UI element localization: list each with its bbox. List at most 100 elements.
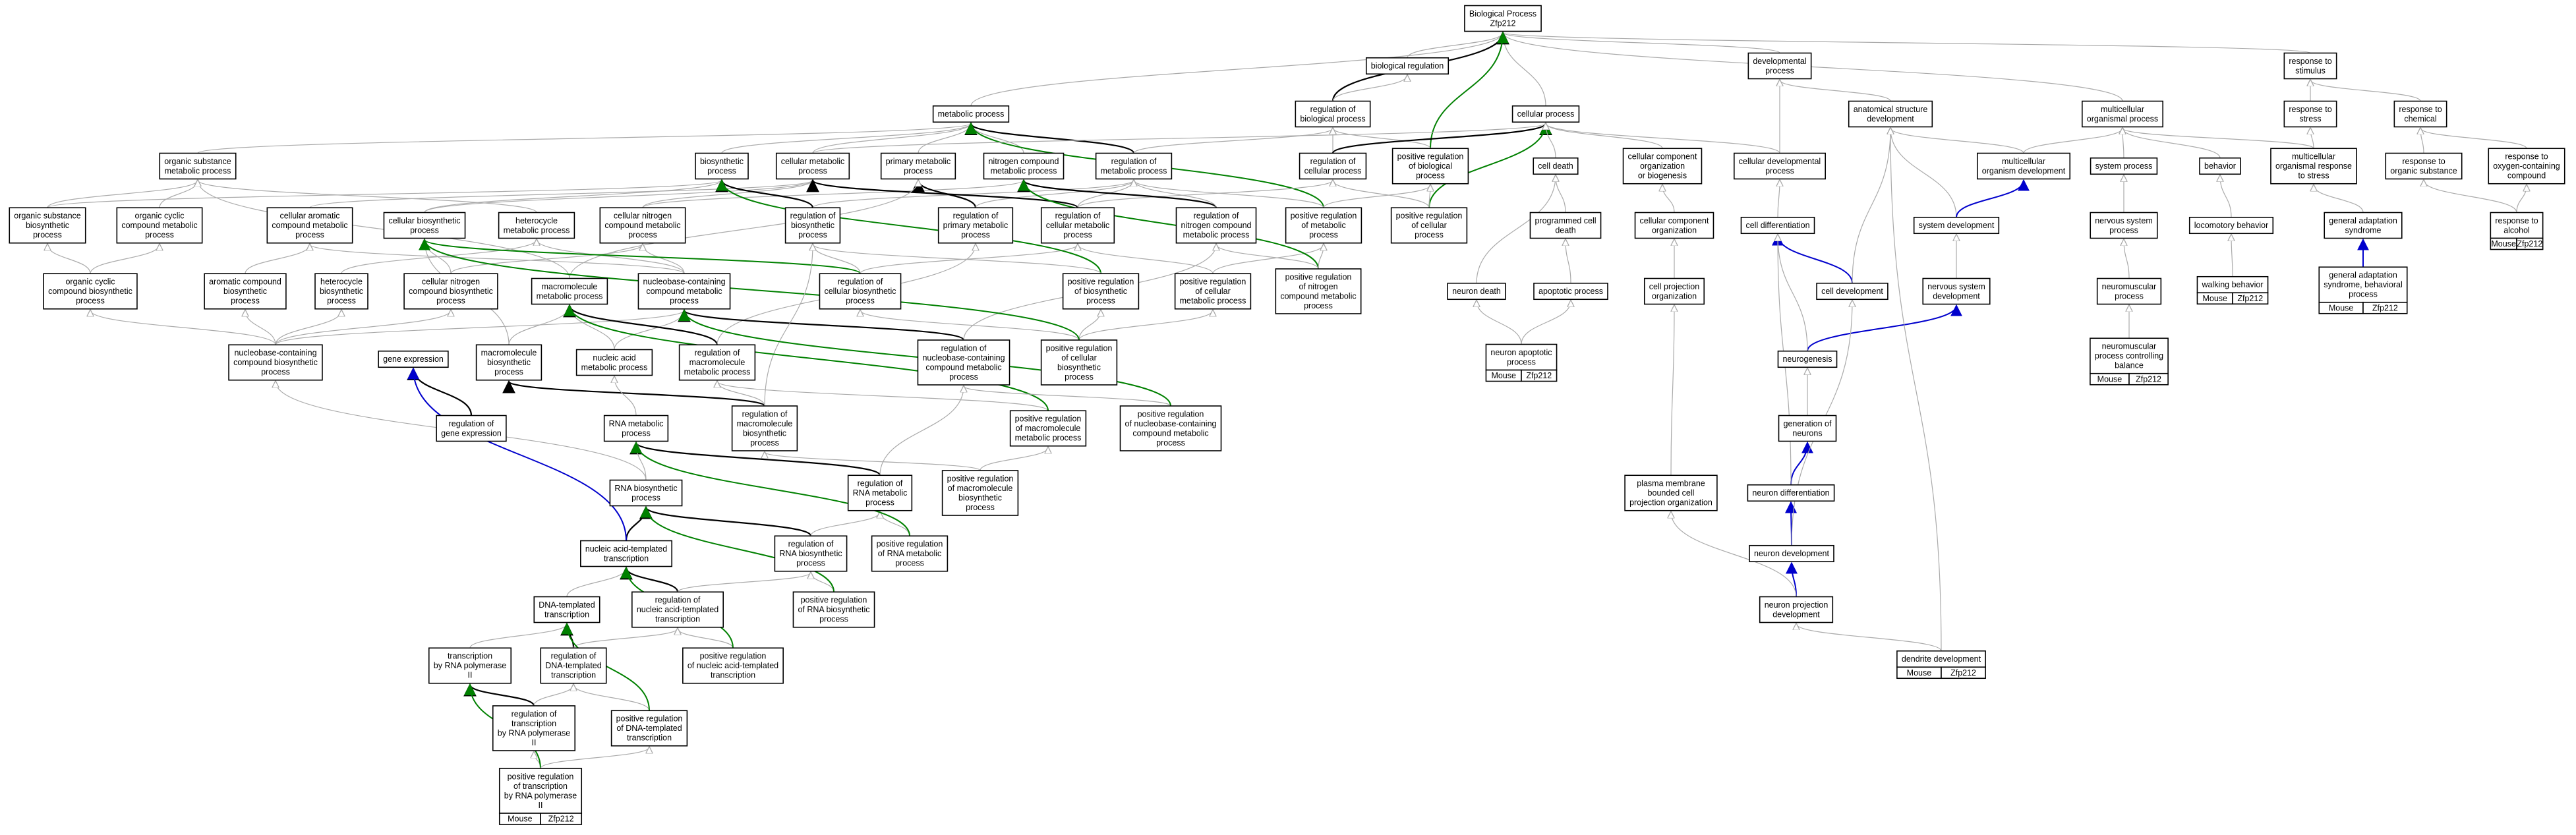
go-term-node[interactable]: gene expression (378, 350, 449, 368)
go-term-node[interactable]: cell development (1816, 282, 1888, 301)
go-term-node[interactable]: metabolic process (932, 105, 1010, 123)
annotation-gene-cell[interactable] (1521, 369, 1558, 382)
annotation-gene-cell[interactable] (2128, 372, 2169, 386)
go-term-node[interactable]: biological regulation (1365, 57, 1449, 75)
go-term-node[interactable]: regulation ofmacromoleculebiosyntheticpr… (731, 405, 798, 451)
annotation-gene-cell[interactable] (2232, 292, 2269, 305)
go-term-node[interactable]: behavior (2199, 157, 2241, 175)
go-term-node[interactable]: neuron death (1447, 282, 1506, 301)
go-term-node[interactable]: cellular process (1511, 105, 1580, 123)
annotation-gene-cell[interactable] (540, 813, 583, 825)
go-term-node[interactable]: regulation ofnucleobase-containingcompou… (917, 339, 1010, 386)
go-term-node[interactable]: system process (2090, 157, 2158, 175)
go-term-node[interactable]: neurogenesis (1777, 350, 1838, 368)
go-term-node[interactable]: cell differentiation (1740, 216, 1815, 235)
go-term-node[interactable]: locomotory behavior (2188, 216, 2274, 235)
go-term-node[interactable]: cell death (1533, 157, 1579, 175)
go-term-node[interactable]: apoptotic process (1533, 282, 1608, 301)
annotation-gene-cell[interactable] (2362, 301, 2408, 314)
go-term-node[interactable]: system development (1913, 216, 2000, 235)
annotation-gene-cell[interactable] (2516, 237, 2544, 250)
annotation-gene-cell[interactable] (1941, 666, 1986, 679)
go-term-node[interactable]: neuron development (1749, 544, 1834, 563)
go-term-node[interactable]: neuron differentiation (1747, 484, 1835, 502)
